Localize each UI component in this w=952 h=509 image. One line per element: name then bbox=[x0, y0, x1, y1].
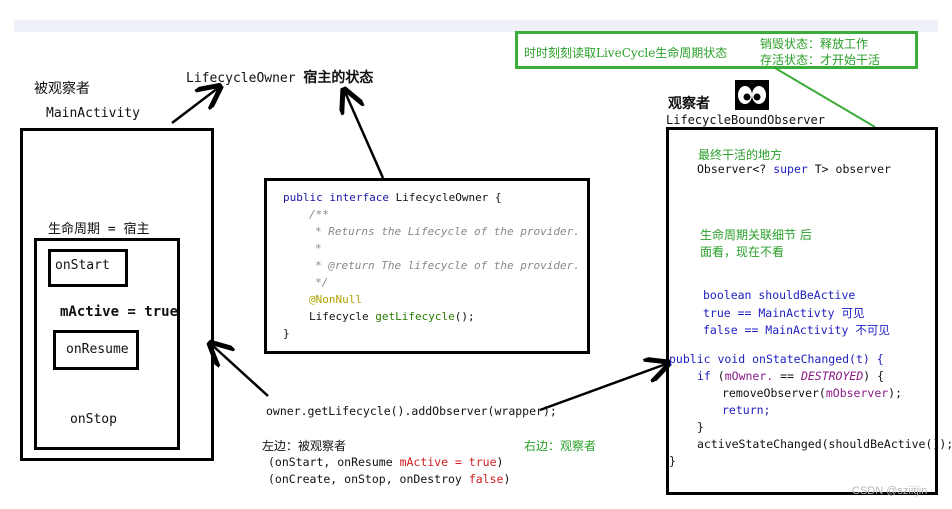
arrow-code-to-owner-state bbox=[345, 92, 385, 179]
eyes-icon bbox=[735, 80, 769, 110]
true-line: true == MainActivty 可见 bbox=[703, 306, 865, 320]
code-annotation: @NonNull bbox=[309, 293, 362, 306]
green-box-destroy-state: 销毁状态：释放工作 bbox=[760, 37, 869, 51]
code-close: } bbox=[283, 327, 290, 340]
code-comment-1: /** bbox=[309, 208, 329, 221]
code-comment-2: * Returns the Lifecycle of the provider. bbox=[315, 225, 580, 238]
lifecycle-box bbox=[34, 238, 180, 450]
on-resume-label: onResume bbox=[66, 342, 129, 357]
line-mainactivity-to-owner bbox=[171, 88, 218, 124]
remove-observer-line: removeObserver(mObserver); bbox=[722, 386, 903, 400]
owner-title-text: 宿主的状态 bbox=[303, 70, 374, 86]
left-side-line-2: (onCreate, onStop, onDestroy false) bbox=[268, 472, 511, 486]
on-start-label: onStart bbox=[55, 258, 110, 273]
observed-label: 被观察者 bbox=[34, 81, 90, 97]
code-comment-5: */ bbox=[315, 276, 329, 289]
work-place-note: 最终干活的地方 bbox=[698, 148, 783, 162]
lifecycle-owner-code-box: public interface LifecycleOwner { /** * … bbox=[264, 178, 590, 354]
should-be-active: boolean shouldBeActive bbox=[703, 288, 856, 302]
owner-title-code: LifecycleOwner bbox=[186, 71, 296, 86]
bound-observer-label: LifecycleBoundObserver bbox=[666, 113, 825, 127]
main-activity-box bbox=[20, 128, 214, 461]
right-side-caption: 右边：观察者 bbox=[524, 439, 597, 453]
active-state-changed-line: activeStateChanged(shouldBeActive()); bbox=[697, 437, 952, 451]
observer-code-box bbox=[666, 127, 938, 495]
lifecycle-host-label: 生命周期 = 宿主 bbox=[48, 222, 150, 237]
close-outer-brace: } bbox=[669, 454, 676, 468]
m-active-label: mActive = true bbox=[60, 304, 179, 320]
observer-label: 观察者 bbox=[668, 96, 710, 112]
detail-note-2: 面看，现在不看 bbox=[700, 245, 785, 259]
on-start-box: onStart bbox=[48, 249, 128, 287]
false-line: false == MainActivity 不可见 bbox=[703, 323, 890, 337]
on-stop-label: onStop bbox=[70, 412, 117, 427]
left-side-line-1: (onStart, onResume mActive = true) bbox=[268, 455, 504, 469]
green-line-observer-to-box bbox=[774, 67, 876, 128]
code-line-1: public interface LifecycleOwner { bbox=[283, 191, 502, 204]
code-comment-3: * bbox=[315, 242, 322, 255]
owner-title: LifecycleOwner 宿主的状态 bbox=[186, 67, 373, 87]
arrow-addobserver-to-left bbox=[212, 345, 269, 397]
main-activity-label: MainActivity bbox=[46, 106, 140, 121]
green-status-box bbox=[515, 31, 918, 69]
return-line: return; bbox=[722, 403, 771, 417]
code-method: Lifecycle getLifecycle(); bbox=[309, 310, 475, 323]
watermark: CSDN @sziitjin bbox=[852, 485, 928, 497]
detail-note-1: 生命周期关联细节 后 bbox=[700, 228, 812, 242]
arrow-addobserver-to-right bbox=[539, 364, 666, 412]
observer-field: Observer<? super T> observer bbox=[697, 162, 891, 176]
if-destroyed-line: if (mOwner. == DESTROYED) { bbox=[697, 369, 885, 383]
close-inner-brace: } bbox=[697, 420, 704, 434]
green-box-read-state: 时时刻刻读取LiveCycle生命周期状态 bbox=[524, 46, 728, 60]
on-state-changed: public void onStateChanged(t) { bbox=[669, 352, 884, 366]
green-box-alive-state: 存活状态：才开始干活 bbox=[760, 53, 881, 67]
add-observer-call: owner.getLifecycle().addObserver(wrapper… bbox=[266, 404, 557, 418]
left-side-caption: 左边：被观察者 bbox=[262, 439, 347, 453]
code-comment-4: * @return The lifecycle of the provider. bbox=[315, 259, 580, 272]
on-resume-box: onResume bbox=[53, 330, 139, 370]
top-band bbox=[14, 20, 938, 32]
